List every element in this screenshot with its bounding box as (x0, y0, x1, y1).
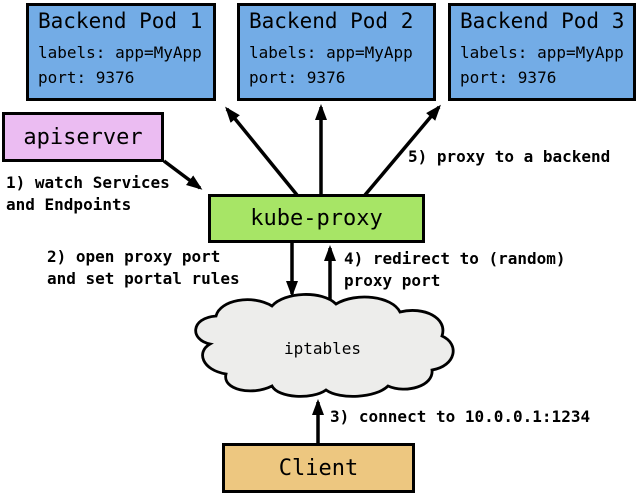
backend-pod-3-labels: labels: app=MyApp (460, 43, 624, 63)
backend-pod-1-title: Backend Pod 1 (38, 9, 203, 33)
kube-proxy-box: kube-proxy (208, 194, 425, 243)
annotation-step1: 1) watch Services and Endpoints (6, 173, 170, 215)
arrow-watch-services (162, 159, 203, 190)
annotation-step4: 4) redirect to (random) proxy port (344, 249, 566, 291)
backend-pod-1-labels: labels: app=MyApp (38, 43, 202, 63)
backend-pod-3-port: port: 9376 (460, 68, 557, 88)
apiserver-box: apiserver (2, 112, 164, 162)
iptables-label: iptables (283, 339, 362, 358)
backend-pod-2-labels: labels: app=MyApp (249, 43, 413, 63)
backend-pod-3-box: Backend Pod 3 labels: app=MyApp port: 93… (448, 3, 636, 101)
apiserver-label: apiserver (23, 124, 143, 150)
annotation-step3: 3) connect to 10.0.0.1:1234 (330, 407, 591, 426)
backend-pod-2-title: Backend Pod 2 (249, 9, 414, 33)
backend-pod-1-box: Backend Pod 1 labels: app=MyApp port: 93… (26, 3, 216, 101)
backend-pod-2-box: Backend Pod 2 labels: app=MyApp port: 93… (237, 3, 436, 101)
kube-proxy-label: kube-proxy (250, 206, 383, 231)
backend-pod-2-port: port: 9376 (249, 68, 346, 88)
arrow-proxy-to-pod1 (225, 106, 299, 197)
arrow-proxy-to-pod3 (363, 104, 441, 197)
client-box: Client (222, 443, 415, 493)
client-label: Client (278, 455, 359, 481)
annotation-step2: 2) open proxy port and set portal rules (47, 247, 240, 289)
backend-pod-3-title: Backend Pod 3 (460, 9, 625, 33)
annotation-step5: 5) proxy to a backend (408, 147, 611, 166)
iptables-cloud (194, 293, 455, 398)
backend-pod-1-port: port: 9376 (38, 68, 135, 88)
